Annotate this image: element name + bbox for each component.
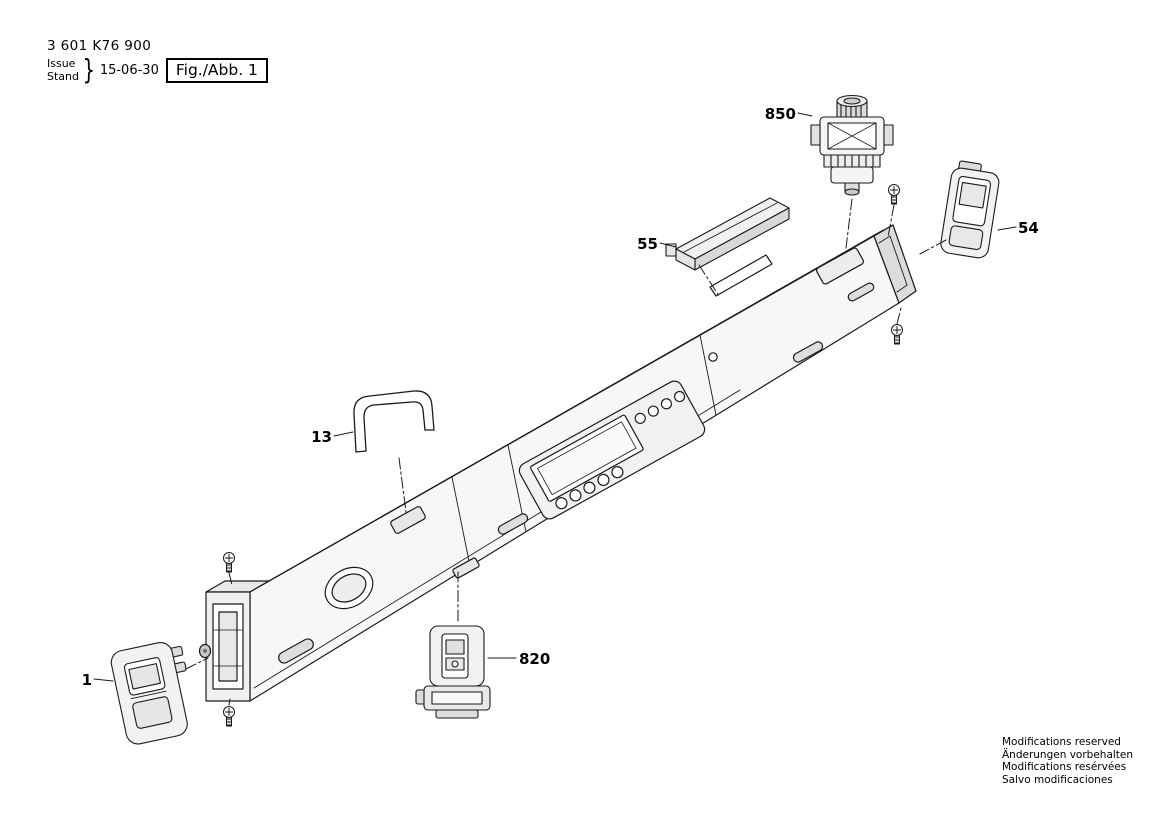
modifications-notes: Modifications reserved Änderungen vorbeh… xyxy=(1002,736,1133,786)
part-label-1: 1 xyxy=(81,671,92,689)
part-label-54: 54 xyxy=(1018,219,1039,237)
assembly-lines xyxy=(185,198,947,706)
part-54-drawing xyxy=(940,160,1000,259)
part-13-drawing xyxy=(353,390,435,453)
figure-label-box: Fig./Abb. 1 xyxy=(165,57,268,83)
part-label-13: 13 xyxy=(311,428,332,446)
brace-glyph: } xyxy=(82,53,96,86)
part-label-820: 820 xyxy=(519,650,551,668)
part-55-drawing xyxy=(665,197,790,271)
note-line: Änderungen vorbehalten xyxy=(1002,748,1134,761)
part-number: 3 601 K76 900 xyxy=(47,38,152,54)
part-820-drawing xyxy=(415,625,491,719)
part-label-55: 55 xyxy=(637,235,658,253)
leader-lines xyxy=(93,112,1017,682)
note-line: Modifications resérvées xyxy=(1002,761,1127,773)
part-label-850: 850 xyxy=(764,105,796,123)
issue-date: 15-06-30 xyxy=(99,62,159,78)
issue-label: Issue xyxy=(47,57,76,70)
part-1-drawing xyxy=(110,642,188,745)
part-850-drawing xyxy=(810,94,894,196)
note-line: Salvo modificaciones xyxy=(1002,773,1113,786)
header: 3 601 K76 900 Issue Stand } 15-06-30 Fig… xyxy=(47,38,268,86)
main-body-drawing xyxy=(198,224,917,702)
stand-label: Stand xyxy=(47,70,79,83)
note-line: Modifications reserved xyxy=(1002,736,1121,748)
